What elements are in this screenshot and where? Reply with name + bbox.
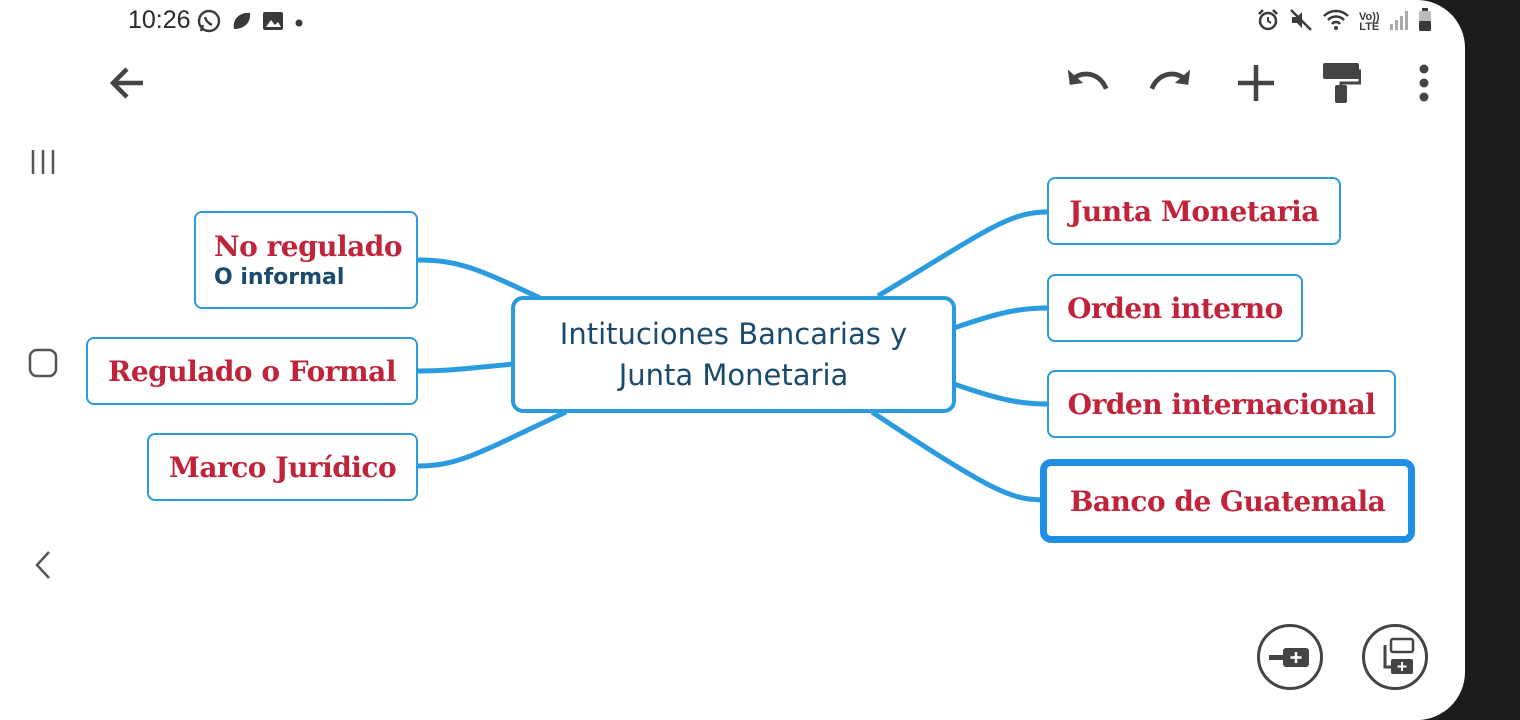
topic-orden-interno[interactable]: Orden interno xyxy=(1047,274,1303,342)
back-arrow-icon xyxy=(109,67,143,99)
topic-label: Regulado o Formal xyxy=(108,354,396,388)
link-regulado xyxy=(417,361,515,374)
alarm-icon xyxy=(1256,8,1280,36)
volte-top: Vo)) xyxy=(1359,11,1380,23)
topic-junta-monetaria[interactable]: Junta Monetaria xyxy=(1047,177,1341,245)
link-junta-monetaria xyxy=(876,209,1049,299)
add-subtopic-button[interactable] xyxy=(1362,624,1428,690)
signal-icon xyxy=(1389,9,1409,35)
app-screen: 10:26 Vo)) LTE xyxy=(0,0,1465,720)
topic-regulado-formal[interactable]: Regulado o Formal xyxy=(86,337,418,405)
volte-icon: Vo)) LTE xyxy=(1359,11,1380,33)
topic-note: O informal xyxy=(214,265,345,290)
battery-icon xyxy=(1418,8,1432,36)
topic-banco-guatemala[interactable]: Banco de Guatemala xyxy=(1041,460,1414,542)
more-options-button[interactable] xyxy=(1401,60,1447,106)
redo-button[interactable] xyxy=(1148,60,1194,106)
back-button[interactable] xyxy=(104,60,150,106)
notification-dot-icon xyxy=(292,14,306,33)
link-orden-interno xyxy=(953,305,1049,331)
chat-bubble-icon xyxy=(230,9,254,37)
add-button[interactable] xyxy=(1233,60,1279,106)
link-banco-guatemala xyxy=(870,409,1045,503)
back-nav-button[interactable] xyxy=(26,548,60,582)
undo-icon xyxy=(1067,69,1109,90)
topic-label: Banco de Guatemala xyxy=(1069,484,1386,518)
add-sibling-topic-icon xyxy=(1269,648,1309,667)
link-no-regulado xyxy=(417,257,542,301)
volte-bottom: LTE xyxy=(1359,21,1380,33)
undo-button[interactable] xyxy=(1064,60,1110,106)
topic-orden-internacional[interactable]: Orden internacional xyxy=(1047,370,1396,438)
link-orden-internacional xyxy=(953,381,1049,407)
home-nav-button[interactable] xyxy=(26,346,60,380)
link-marco-juridico xyxy=(417,409,568,469)
whatsapp-icon xyxy=(196,8,222,38)
add-icon xyxy=(1238,65,1274,101)
central-topic-line1: Intituciones Bancarias y xyxy=(559,316,908,351)
topic-label: Orden interno xyxy=(1067,291,1283,325)
central-topic[interactable]: Intituciones Bancarias y Junta Monetaria xyxy=(511,296,956,413)
recents-nav-button[interactable] xyxy=(26,145,60,179)
topic-label: Marco Jurídico xyxy=(168,450,397,484)
recents-icon xyxy=(31,150,55,174)
home-icon xyxy=(28,348,58,378)
gallery-icon xyxy=(262,10,284,36)
add-sibling-topic-button[interactable] xyxy=(1257,624,1323,690)
wifi-icon xyxy=(1322,8,1350,36)
topic-label: No regulado xyxy=(214,230,403,263)
topic-label: Junta Monetaria xyxy=(1069,194,1319,228)
more-vert-icon xyxy=(1419,64,1429,102)
topic-no-regulado[interactable]: No regulado O informal xyxy=(194,211,418,309)
status-left-icons xyxy=(196,8,306,38)
status-right-icons: Vo)) LTE xyxy=(1256,8,1432,36)
mindmap-links xyxy=(417,209,1049,503)
topic-marco-juridico[interactable]: Marco Jurídico xyxy=(147,433,418,501)
central-topic-line2: Junta Monetaria xyxy=(618,357,849,392)
paint-roller-icon xyxy=(1323,63,1361,103)
back-nav-icon xyxy=(35,551,50,579)
status-time: 10:26 xyxy=(128,6,191,34)
mute-icon xyxy=(1289,8,1313,36)
add-subtopic-icon xyxy=(1383,637,1415,674)
redo-icon xyxy=(1149,69,1191,90)
format-button[interactable] xyxy=(1318,60,1364,106)
topic-label: Orden internacional xyxy=(1067,387,1376,421)
